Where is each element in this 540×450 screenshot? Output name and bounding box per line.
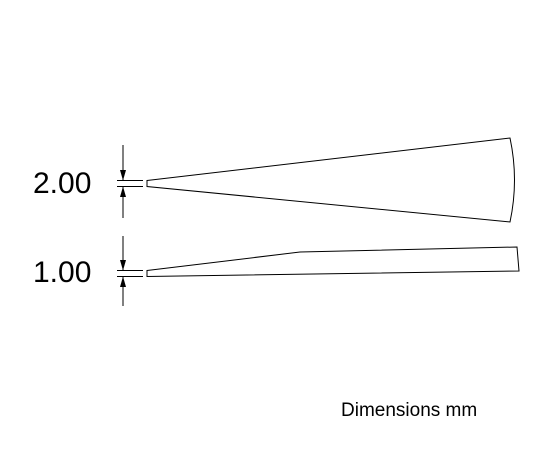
arrowhead-top-down	[120, 170, 126, 181]
dimension-label-bottom: 1.00	[33, 256, 92, 289]
units-note: Dimensions mm	[341, 400, 478, 421]
tip-outline-bottom	[146, 246, 520, 278]
tip-outline-top	[146, 137, 515, 223]
arrowhead-bottom-up	[120, 276, 126, 287]
arrowhead-bottom-down	[120, 260, 126, 271]
dimension-label-top: 2.00	[33, 167, 92, 200]
arrowhead-top-up	[120, 186, 126, 197]
